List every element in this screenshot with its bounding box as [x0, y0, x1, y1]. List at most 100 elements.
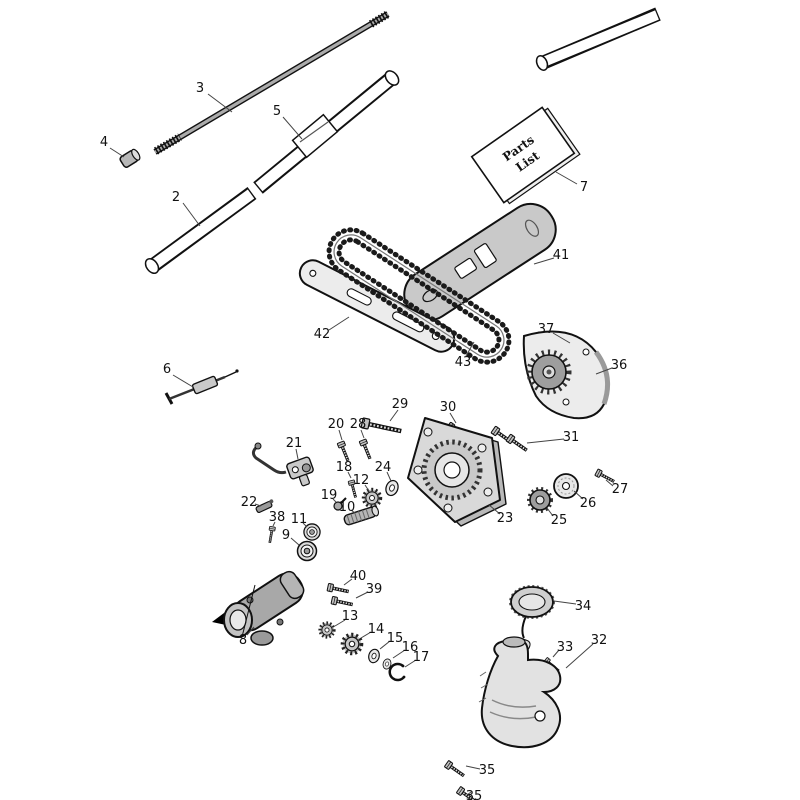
part-37-leader: [552, 332, 571, 344]
part-23-label: 23: [497, 511, 514, 526]
part-7-label: 7: [580, 180, 588, 195]
part-10-label: 10: [339, 500, 356, 515]
part-32-leader: [565, 643, 594, 669]
parts-list-paper: Parts List: [470, 106, 581, 205]
part-5-label: 5: [273, 104, 281, 119]
part-15-leader: [379, 640, 391, 650]
part-13-label: 13: [342, 609, 359, 624]
part-18-label: 18: [336, 460, 353, 475]
washer-24: [383, 478, 401, 498]
outer-tube-upper: [535, 7, 661, 71]
part-40-leader: [343, 578, 353, 586]
part-35-leader: [465, 765, 481, 770]
shaft-end-cap: [119, 148, 141, 168]
screw-31b: [504, 432, 531, 456]
drive-shaft: [153, 10, 391, 155]
worm-shaft-10: [343, 505, 380, 526]
part-6-leader: [172, 374, 194, 388]
bolt-29: [361, 418, 402, 436]
sprocket-cover: [522, 330, 611, 420]
part-23-leader: [488, 504, 501, 515]
part-35-leader: [466, 791, 472, 796]
washer-15: [366, 647, 382, 665]
gear-housing-plate: [407, 417, 507, 527]
saw-chain: [326, 227, 512, 365]
part-28-leader: [360, 429, 365, 439]
part-26-label: 26: [580, 496, 597, 511]
part-30-leader: [449, 412, 457, 424]
part-18-leader: [347, 471, 352, 479]
part-9-label: 9: [282, 528, 290, 543]
screw-38: [265, 524, 277, 545]
part-31-leader: [526, 438, 565, 444]
part-41-leader: [533, 257, 555, 265]
part-43-label: 43: [455, 355, 472, 370]
part-31-label: 31: [563, 430, 580, 445]
part-17-label: 17: [413, 650, 430, 665]
part-17-leader: [404, 659, 417, 668]
warning-sticker: [291, 113, 339, 159]
part-26-leader: [573, 490, 584, 500]
part-11-leader: [302, 522, 308, 528]
part-4-leader: [109, 147, 125, 158]
part-8-label: 8: [239, 633, 247, 648]
screw-28: [357, 437, 375, 462]
gear-14: [340, 632, 364, 656]
screw-40: [325, 581, 352, 597]
part-24-label: 24: [375, 460, 392, 475]
part-22-label: 22: [241, 495, 258, 510]
part-43-leader: [465, 341, 475, 357]
part-30-label: 30: [440, 400, 457, 415]
part-16-leader: [392, 649, 406, 659]
part-42-label: 42: [314, 327, 331, 342]
part-2-leader: [182, 202, 201, 227]
part-37-label: 37: [538, 322, 555, 337]
part-9-leader: [290, 537, 300, 546]
part-33-label: 33: [557, 640, 574, 655]
part-32-label: 32: [591, 633, 608, 648]
part-4-label: 4: [100, 135, 108, 150]
part-29-leader: [389, 409, 399, 422]
oil-tank: [478, 636, 562, 749]
part-29-label: 29: [392, 397, 409, 412]
part-3-leader: [207, 93, 233, 113]
part-7-leader: [555, 171, 578, 185]
part-35-label: 35: [466, 789, 483, 800]
sprocket-washer-25: [527, 487, 553, 513]
part-36-leader: [595, 367, 613, 375]
ball-stud-19: [333, 497, 347, 511]
part-8-leader: [246, 626, 255, 636]
part-20-label: 20: [328, 417, 345, 432]
part-3-label: 3: [196, 81, 204, 96]
part-27-label: 27: [612, 482, 629, 497]
part-24-leader: [386, 471, 392, 482]
part-38-leader: [272, 521, 276, 527]
part-5-leader: [282, 116, 303, 140]
e-clip-17: [388, 662, 406, 682]
part-33-leader: [552, 649, 560, 658]
part-36-label: 36: [611, 358, 628, 373]
part-19-leader: [332, 498, 337, 503]
part-13-leader: [334, 619, 346, 627]
part-28-label: 28: [350, 417, 367, 432]
part-21-label: 21: [286, 436, 303, 451]
part-21-leader: [295, 448, 299, 460]
gear-13: [318, 621, 336, 639]
part-19-label: 19: [321, 488, 338, 503]
part-34-label: 34: [575, 599, 592, 614]
part-40-label: 40: [350, 569, 367, 584]
screw-20: [335, 439, 353, 464]
part-20-leader: [338, 429, 343, 441]
part-11-label: 11: [291, 512, 308, 527]
part-25-label: 25: [551, 513, 568, 528]
part-41-label: 41: [553, 248, 570, 263]
part-12-label: 12: [353, 473, 370, 488]
part-10-leader: [350, 509, 356, 514]
grease-tool: [164, 369, 239, 405]
oil-cap: [509, 585, 555, 651]
part-34-leader: [553, 600, 577, 605]
part-15-label: 15: [387, 631, 404, 646]
bracket-linkage: [251, 442, 314, 514]
